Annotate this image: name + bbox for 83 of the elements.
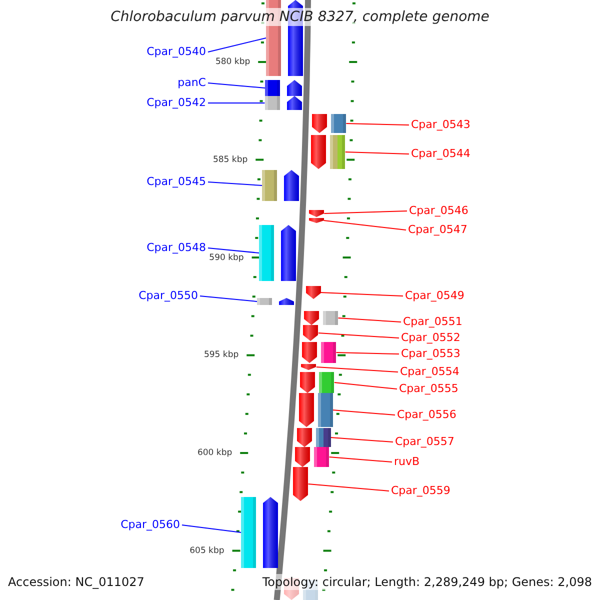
gene-block (300, 372, 316, 393)
gene-block (312, 114, 328, 133)
position-label: 605 kbp (190, 546, 224, 556)
gene-block (303, 325, 318, 341)
gene-box (262, 170, 278, 201)
leader-line (318, 332, 400, 338)
gene-block (281, 225, 296, 281)
gene-label: Cpar_0557 (395, 435, 454, 449)
gene-box (316, 428, 331, 447)
gene-label: Cpar_0555 (399, 382, 458, 396)
gene-label: Cpar_0550 (138, 289, 198, 303)
gene-block (279, 298, 294, 305)
gene-label: ruvB (394, 455, 420, 469)
leader-line (324, 210, 408, 214)
leader-line (346, 123, 410, 126)
leader-line (332, 410, 396, 416)
gene-label: Cpar_0553 (401, 347, 460, 361)
leader-line (316, 366, 398, 372)
leader-line (208, 102, 266, 104)
gene-label: Cpar_0554 (400, 365, 460, 379)
gene-label: Cpar_0559 (391, 484, 450, 498)
gene-label: Cpar_0548 (146, 241, 206, 255)
leader-line (208, 248, 260, 254)
gene-box (241, 497, 256, 568)
leader-line (208, 82, 266, 88)
gene-label: Cpar_0540 (146, 45, 206, 59)
leader-line (323, 220, 406, 230)
gene-block (295, 447, 310, 467)
gene-block (304, 311, 320, 325)
position-label: 595 kbp (204, 350, 239, 360)
gene-box (314, 447, 330, 467)
position-label: 585 kbp (212, 154, 248, 165)
position-label: 590 kbp (209, 252, 244, 262)
leader-line (344, 152, 410, 154)
gene-label: panC (178, 76, 206, 90)
leader-line (208, 182, 263, 186)
gene-block (301, 364, 316, 370)
gene-block (293, 467, 308, 501)
leader-line (336, 352, 400, 354)
leader-line (338, 318, 402, 322)
gene-box (257, 298, 272, 305)
gene-block (263, 497, 278, 568)
gene-label: Cpar_0560 (120, 518, 180, 532)
gene-block (308, 218, 324, 223)
gene-block (311, 135, 326, 169)
leader-line (200, 296, 258, 302)
gene-label: Cpar_0546 (409, 204, 468, 218)
leader-line (308, 484, 390, 492)
gene-box (265, 80, 280, 96)
gene-box (321, 342, 336, 363)
gene-label: Cpar_0552 (401, 331, 460, 345)
gene-label: Cpar_0551 (403, 315, 462, 329)
leader-line (320, 292, 404, 296)
gene-block (306, 286, 321, 299)
gene-block (284, 170, 300, 201)
gene-label: Cpar_0542 (146, 96, 206, 110)
gene-block (309, 210, 324, 217)
gene-box (264, 96, 280, 110)
accession-text: Accession: NC_011027 (8, 574, 144, 590)
position-label: 580 kbp (215, 57, 250, 67)
gene-block (296, 428, 312, 447)
gene-label: Cpar_0549 (405, 289, 464, 303)
leader-line (330, 437, 394, 442)
leader-line (328, 456, 392, 462)
leader-line (334, 382, 398, 390)
gene-box (331, 114, 346, 133)
gene-block (287, 80, 302, 96)
gene-box (323, 311, 338, 325)
gene-label: Cpar_0547 (408, 223, 468, 237)
leader-line (208, 38, 267, 52)
leader-line (182, 524, 242, 533)
gene-block (286, 96, 302, 110)
gene-box (319, 372, 334, 393)
position-label: 600 kbp (197, 448, 232, 458)
gene-label: Cpar_0545 (146, 175, 206, 189)
gene-box (259, 225, 274, 281)
gene-block (298, 393, 314, 427)
gene-label: Cpar_0556 (397, 408, 456, 422)
gene-label: Cpar_0543 (411, 118, 470, 132)
gene-box (330, 135, 346, 169)
gene-label: Cpar_0544 (411, 147, 470, 161)
genome-summary: Topology: circular; Length: 2,289,249 bp; Genes: 2,098 (262, 574, 592, 590)
gene-box (318, 393, 333, 427)
